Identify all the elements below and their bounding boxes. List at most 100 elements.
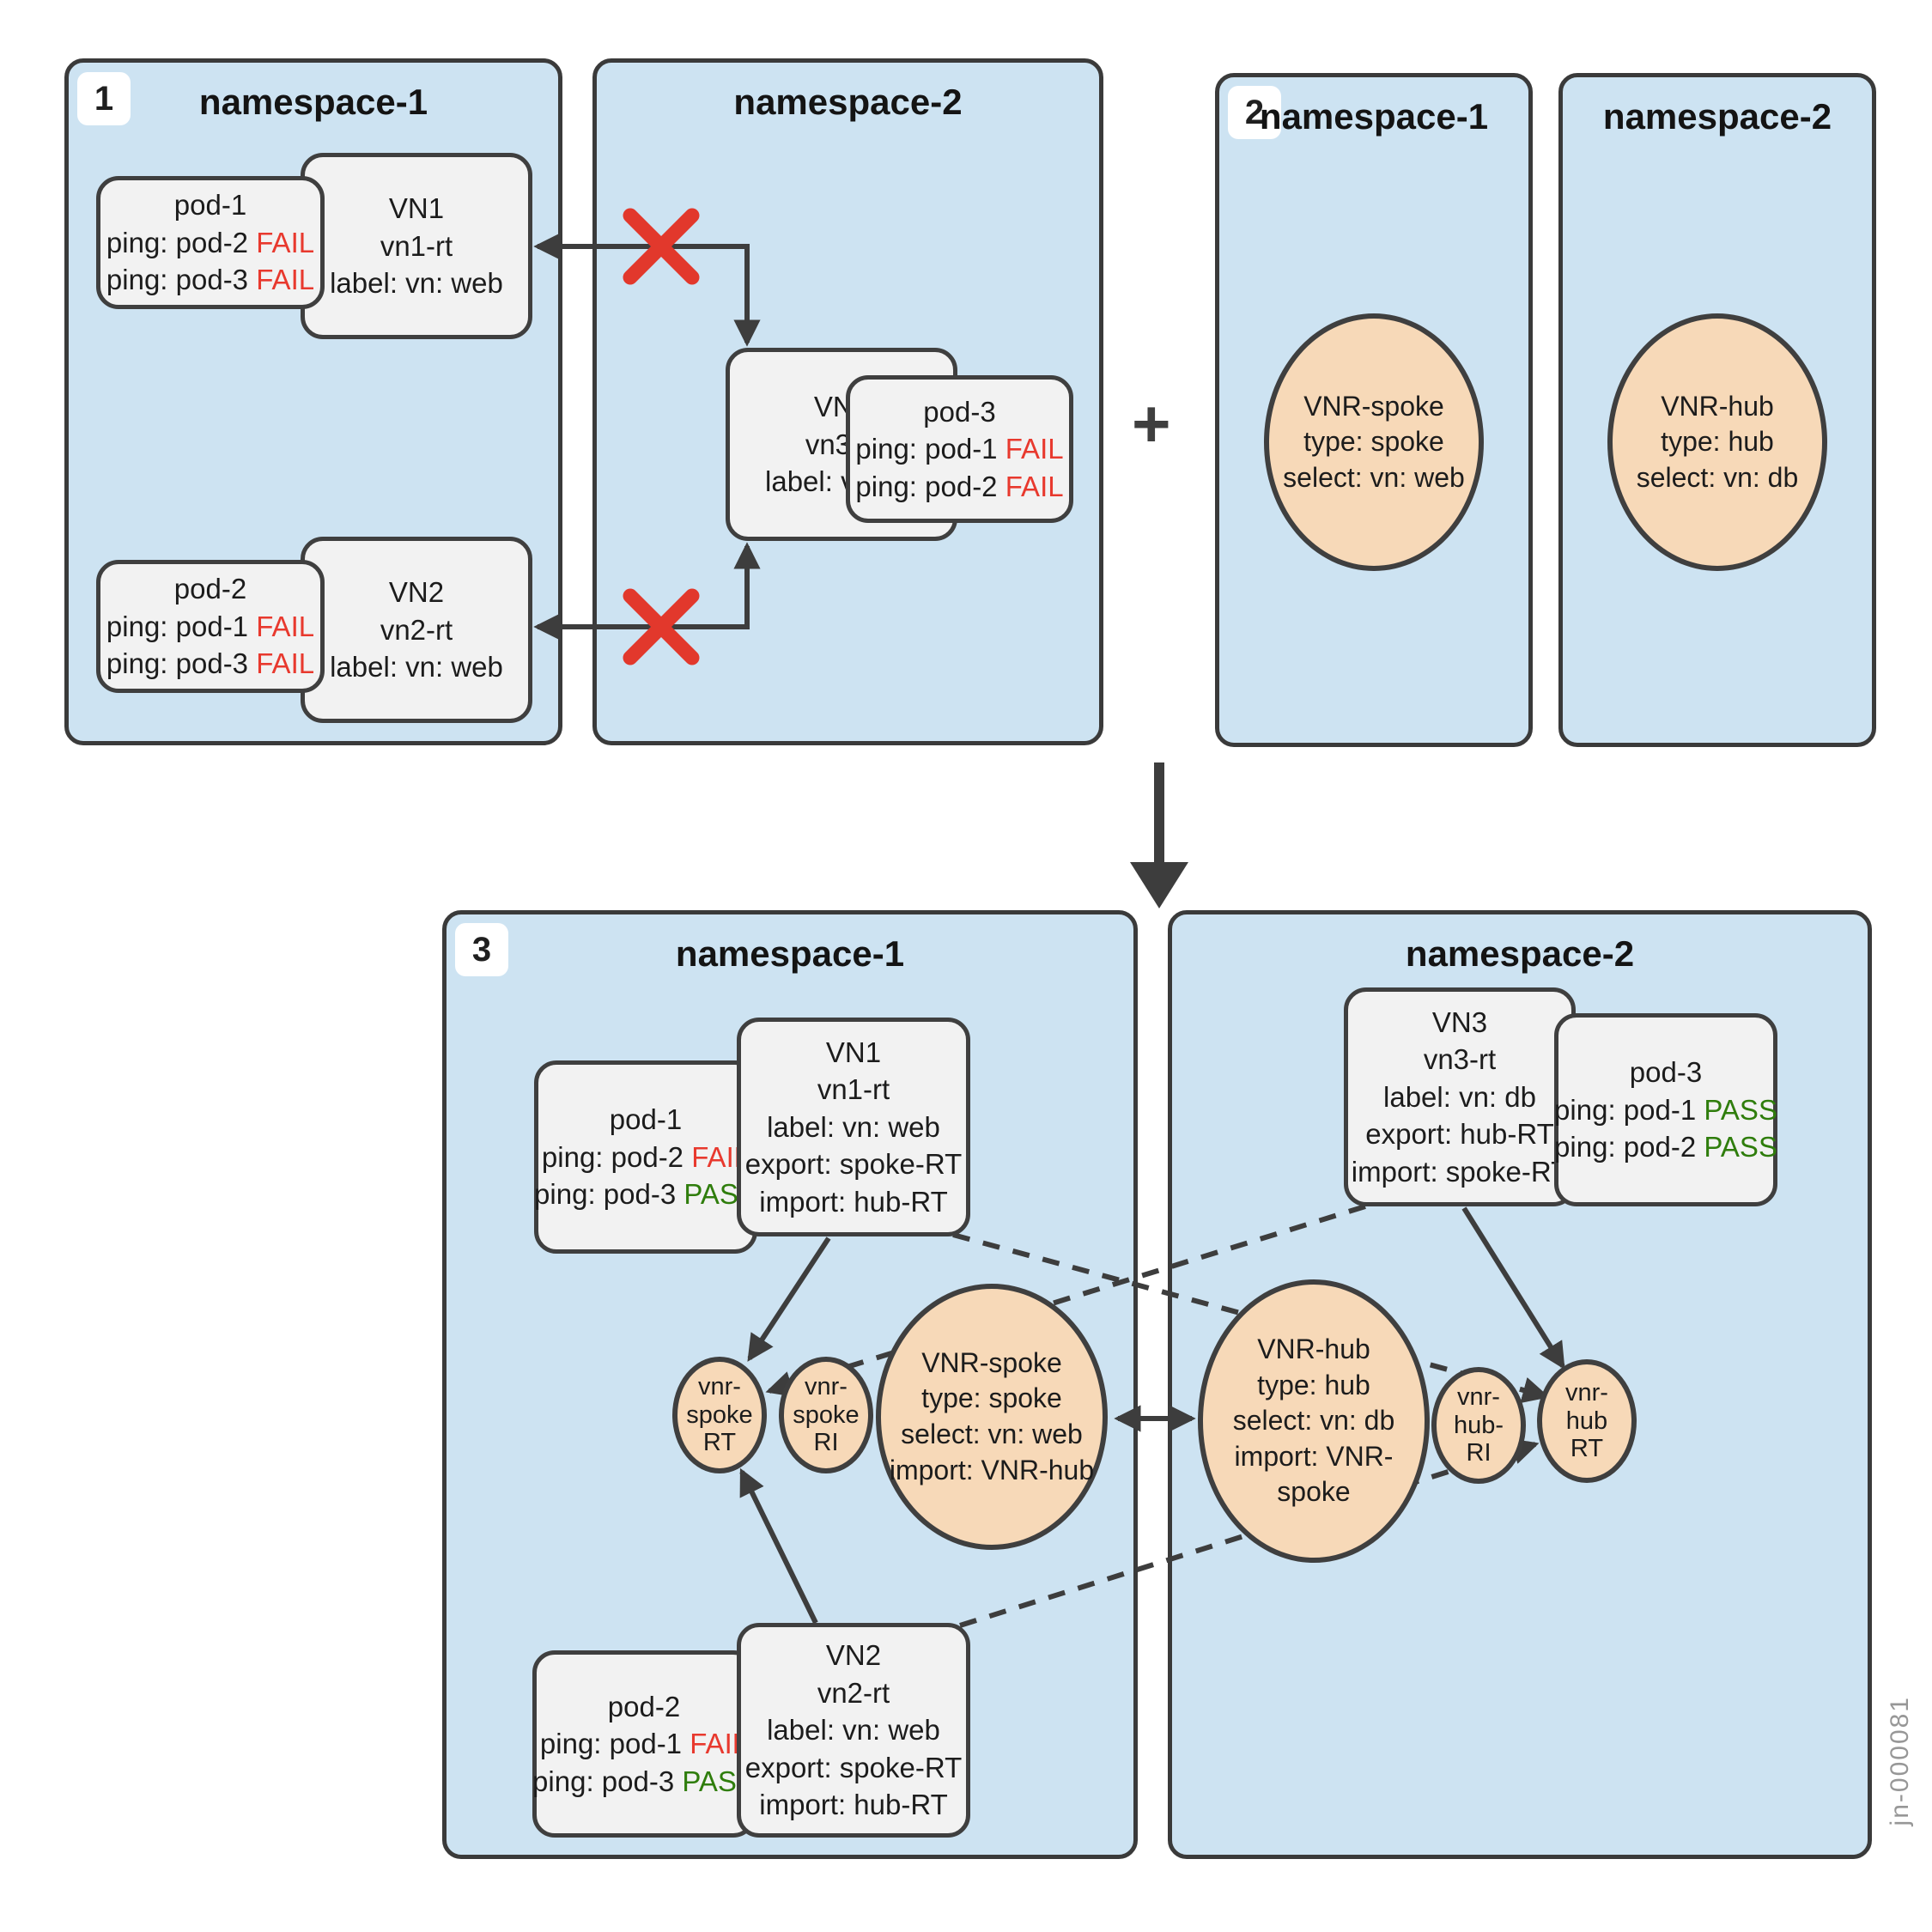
panel2-badge: 2 — [1228, 86, 1281, 139]
vn-label: label: vn: web — [767, 1714, 940, 1747]
panel2-vnr-spoke-circle: VNR-spoke type: spoke select: vn: web — [1264, 313, 1484, 571]
vn-name: VN1 — [388, 192, 445, 225]
panel2-ns1-title: namespace-1 — [1259, 96, 1489, 137]
panel2-vnr-hub-circle: VNR-hub type: hub select: vn: db — [1607, 313, 1827, 571]
ping-status: FAIL — [1005, 470, 1064, 502]
vnr-select: select: vn: db — [1636, 461, 1799, 493]
ping-status: FAIL — [256, 610, 315, 642]
pod-name: pod-2 — [173, 573, 247, 605]
panel1-pod3-box: pod-3 ping: pod-1 FAIL ping: pod-2 FAIL — [846, 375, 1073, 523]
figure-id: jn-000081 — [1886, 1696, 1914, 1826]
panel1-pod1-box: pod-1 ping: pod-2 FAIL ping: pod-3 FAIL — [96, 176, 325, 309]
panel1-badge: 1 — [77, 72, 131, 125]
ping-line: ping: pod-3 PASS — [534, 1178, 757, 1211]
vn-rt: vn3-rt — [1423, 1043, 1497, 1076]
arrow-vn1-to-spoke-rt — [747, 1236, 831, 1362]
vnr-name: VNR-hub — [1257, 1334, 1370, 1365]
arrow-vn2-to-spoke-rt — [739, 1467, 818, 1625]
ping-line: ping: pod-3 FAIL — [106, 264, 315, 296]
vnr-name: VNR-spoke — [921, 1346, 1062, 1378]
ping-line: ping: pod-2 FAIL — [855, 470, 1064, 502]
panel2-ns2-title: namespace-2 — [1602, 96, 1832, 137]
ping-status: FAIL — [256, 647, 315, 680]
panel3-ns2-title: namespace-2 — [1405, 933, 1635, 974]
dashed-vn3-to-spoke-rt — [765, 1204, 1366, 1398]
vn-export: export: hub-RT — [1365, 1118, 1554, 1151]
vn-rt: vn1-rt — [380, 229, 453, 262]
vn-rt: vn2-rt — [380, 613, 453, 646]
panel3-ns1-title: namespace-1 — [675, 933, 905, 974]
panel3-vnr-spoke-ri-circle: vnr- spoke RI — [779, 1357, 873, 1473]
dashed-vn2-to-hub-rt — [959, 1438, 1540, 1628]
vnr-type: type: spoke — [1303, 426, 1444, 458]
vn-label: label: vn: web — [767, 1110, 940, 1143]
ping-status: FAIL — [256, 264, 315, 296]
vn-rt: vn1-rt — [817, 1073, 890, 1106]
vnr-select: select: vn: web — [901, 1419, 1083, 1449]
vn-rt: vn2-rt — [817, 1676, 890, 1709]
pod-name: pod-3 — [1629, 1056, 1703, 1089]
panel3-pod2-box: pod-2 ping: pod-1 FAIL ping: pod-3 PASS — [532, 1650, 756, 1838]
vnr-select: select: vn: db — [1232, 1405, 1395, 1437]
vnr-name: VNR-spoke — [1303, 390, 1444, 422]
ping-line: ping: pod-2 FAIL — [106, 226, 315, 258]
vnr-type: type: hub — [1257, 1369, 1370, 1400]
panel1-vn1-box: VN1 vn1-rt label: vn: web — [301, 153, 532, 339]
panel3-vnr-hub-rt-circle: vnr- hub RT — [1537, 1359, 1637, 1483]
ping-line: ping: pod-1 FAIL — [855, 433, 1064, 465]
ping-status: PASS — [1704, 1093, 1777, 1126]
ping-line: ping: pod-2 PASS — [1554, 1131, 1777, 1163]
vn-name: VN2 — [825, 1639, 882, 1672]
vn-label: label: vn: web — [330, 651, 503, 683]
vn-export: export: spoke-RT — [744, 1148, 963, 1181]
plus-icon: + — [1132, 386, 1171, 461]
dashed-vn1-to-hub-rt — [952, 1232, 1550, 1404]
panel3-pod1-box: pod-1 ping: pod-2 FAIL ping: pod-3 PASS — [534, 1060, 757, 1254]
vn-import: import: hub-RT — [759, 1789, 948, 1821]
arrow-vn3-to-vn1 — [533, 233, 761, 347]
arrow-vn3-to-vn2 — [533, 542, 761, 641]
panel3-vnr-hub-circle: VNR-hub type: hub select: vn: db import:… — [1198, 1279, 1430, 1563]
ping-line: ping: pod-1 PASS — [1554, 1093, 1777, 1126]
panel3-pod3-box: pod-3 ping: pod-1 PASS ping: pod-2 PASS — [1554, 1013, 1777, 1206]
ping-line: ping: pod-1 FAIL — [539, 1728, 749, 1760]
vnr-import-wrap: spoke — [1277, 1476, 1351, 1508]
vn-name: VN3 — [1431, 1005, 1488, 1038]
vnr-name: VNR-hub — [1661, 390, 1774, 422]
vnr-import: import: VNR- — [1234, 1440, 1394, 1472]
vnr-type: type: hub — [1661, 426, 1774, 458]
pod-name: pod-1 — [609, 1103, 683, 1136]
ping-line: ping: pod-1 FAIL — [106, 610, 315, 642]
ping-status: FAIL — [1005, 433, 1064, 465]
ping-line: ping: pod-3 FAIL — [106, 647, 315, 680]
panel1-ns2-title: namespace-2 — [733, 82, 963, 122]
panel1-pod2-box: pod-2 ping: pod-1 FAIL ping: pod-3 FAIL — [96, 560, 325, 693]
pod-name: pod-1 — [173, 189, 247, 222]
vn-name: VN1 — [825, 1036, 882, 1068]
panel3-badge: 3 — [455, 923, 508, 976]
ping-line: ping: pod-2 FAIL — [541, 1140, 750, 1173]
vn-import: import: hub-RT — [759, 1185, 948, 1218]
vn-label: label: vn: db — [1383, 1080, 1536, 1113]
arrow-vn3-to-hub-rt — [1461, 1206, 1565, 1370]
panel3-vn3-box: VN3 vn3-rt label: vn: db export: hub-RT … — [1344, 987, 1576, 1206]
fail-x-icon-top — [623, 208, 700, 285]
panel1-vn2-box: VN2 vn2-rt label: vn: web — [301, 537, 532, 723]
panel3-vn2-box: VN2 vn2-rt label: vn: web export: spoke-… — [737, 1623, 970, 1838]
panel3-vnr-spoke-rt-circle: vnr- spoke RT — [672, 1357, 767, 1473]
panel3-vnr-hub-ri-circle: vnr- hub- RI — [1431, 1367, 1526, 1484]
ping-status: PASS — [1704, 1131, 1777, 1163]
ping-status: FAIL — [256, 226, 315, 258]
vn-import: import: spoke-RT — [1351, 1155, 1569, 1188]
fail-x-icon-bottom — [623, 588, 700, 665]
vnr-type: type: spoke — [921, 1382, 1062, 1414]
vnr-select: select: vn: web — [1283, 461, 1465, 493]
pod-name: pod-2 — [607, 1690, 681, 1722]
ping-line: ping: pod-3 PASS — [532, 1765, 756, 1797]
pod-name: pod-3 — [923, 395, 996, 428]
panel3-vnr-spoke-circle: VNR-spoke type: spoke select: vn: web im… — [876, 1284, 1108, 1550]
vnr-import: import: VNR-hub — [889, 1454, 1095, 1485]
panel1-ns1-title: namespace-1 — [198, 82, 428, 122]
